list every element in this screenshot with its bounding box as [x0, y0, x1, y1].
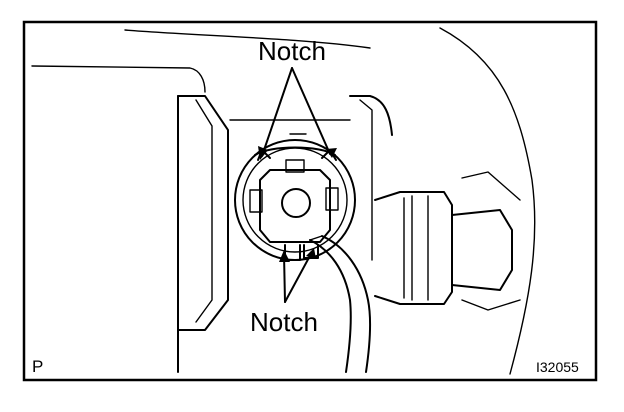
wire-harness — [309, 235, 372, 373]
label-notch-bottom: Notch — [250, 307, 318, 337]
housing-outline — [31, 27, 536, 375]
corner-mark: P — [32, 357, 43, 376]
connector — [374, 171, 521, 311]
figure-id: I32055 — [536, 359, 579, 375]
label-notch-top: Notch — [258, 36, 326, 66]
arrowheads — [258, 146, 337, 262]
